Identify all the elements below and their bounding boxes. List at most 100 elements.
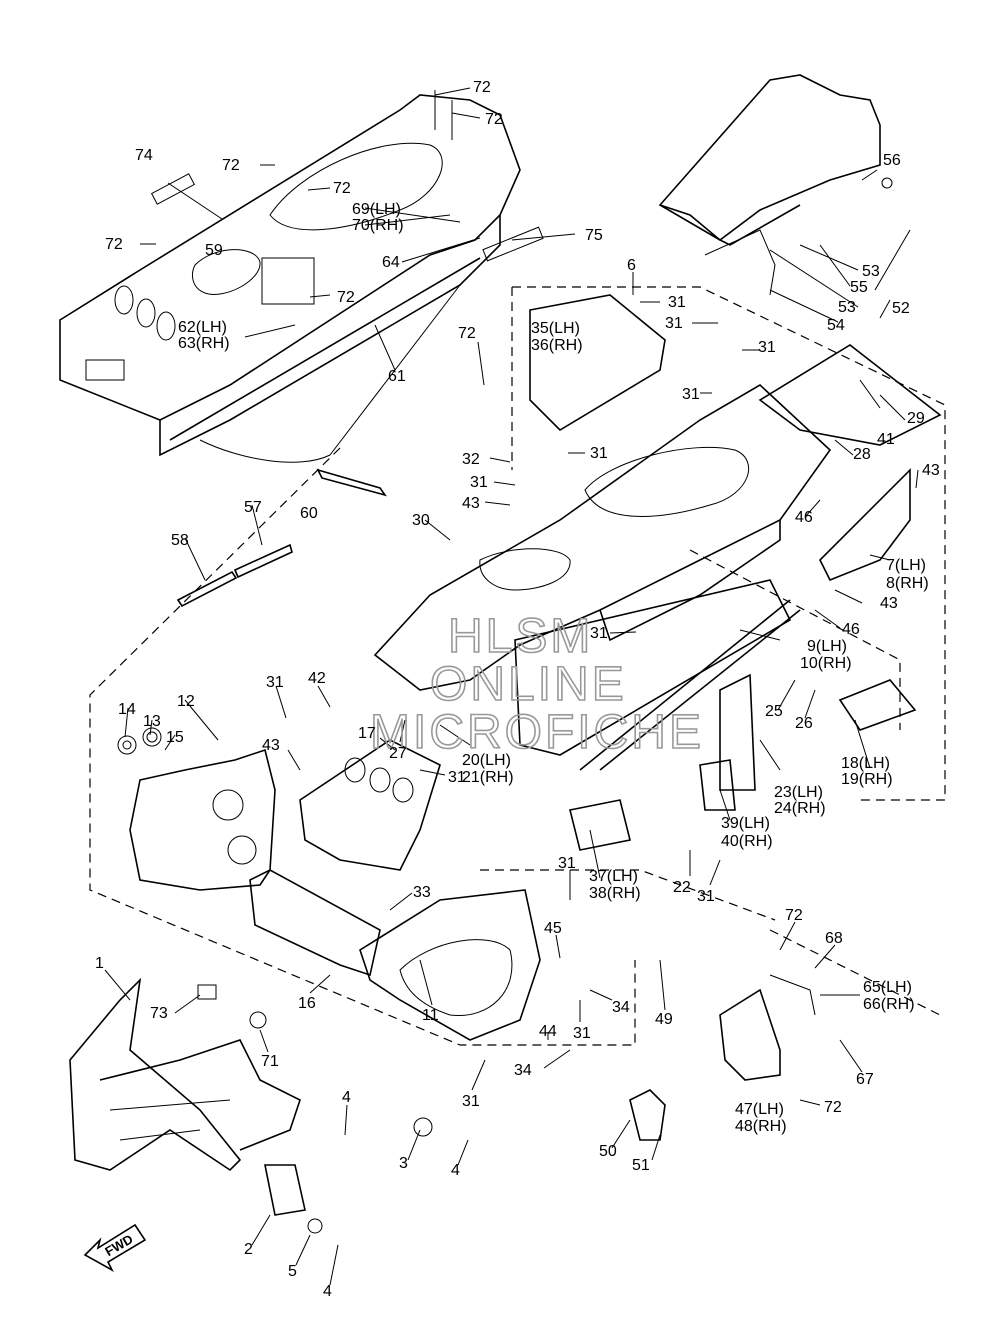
callout-label: 16	[298, 995, 316, 1012]
callout-label: 21(RH)	[462, 769, 514, 786]
callout-label: 41	[877, 431, 895, 448]
washer-3	[413, 1117, 433, 1137]
callout-label: 53	[838, 299, 856, 316]
callout-label: 31	[665, 315, 683, 332]
callout-label: 24(RH)	[774, 800, 826, 817]
callout-label: 66(RH)	[863, 996, 915, 1013]
callout-label: 72	[785, 907, 803, 924]
callout-label: 31	[682, 386, 700, 403]
callout-label: 69(LH)	[352, 201, 401, 218]
callout-label: 39(LH)	[721, 815, 770, 832]
decal-75	[482, 226, 544, 262]
callout-label: 46	[795, 509, 813, 526]
callout-label: 72	[337, 289, 355, 306]
callout-label: 3	[399, 1155, 408, 1172]
callout-label: 63(RH)	[178, 335, 230, 352]
callout-label: 30	[412, 512, 430, 529]
watermark-line-3: MICROFICHE	[370, 706, 704, 759]
callout-label: 31	[573, 1025, 591, 1042]
callout-label: 4	[451, 1162, 460, 1179]
callout-label: 13	[143, 713, 161, 730]
callout-label: 59	[205, 242, 223, 259]
callout-label: 60	[300, 505, 318, 522]
callout-label: 18(LH)	[841, 755, 890, 772]
callout-label: 54	[827, 317, 845, 334]
fwd-arrow: FWD	[83, 1223, 147, 1272]
callout-label: 45	[544, 920, 562, 937]
callout-label: 10(RH)	[800, 655, 852, 672]
group-outlines	[89, 286, 946, 1046]
callout-label: 75	[585, 227, 603, 244]
callout-label: 72	[824, 1099, 842, 1116]
callout-label: 34	[514, 1062, 532, 1079]
callout-label: 5	[288, 1263, 297, 1280]
callout-label: 67	[856, 1071, 874, 1088]
callout-label: 70(RH)	[352, 217, 404, 234]
callout-label: 12	[177, 693, 195, 710]
callout-label: 33	[413, 884, 431, 901]
callout-labels: 72 72 74 72 72 69(LH) 70(RH) 72 59 75 64…	[95, 79, 940, 1300]
callout-label: 72	[473, 79, 491, 96]
pad-73	[197, 984, 217, 1000]
callout-label: 51	[632, 1157, 650, 1174]
callout-label: 46	[842, 621, 860, 638]
callout-label: 26	[795, 715, 813, 732]
bracket-60	[316, 468, 387, 497]
callout-label: 72	[222, 157, 240, 174]
callout-label: 37(LH)	[589, 868, 638, 885]
callout-label: 72	[105, 236, 123, 253]
callout-label: 47(LH)	[735, 1101, 784, 1118]
callout-label: 72	[485, 111, 503, 128]
callout-label: 19(RH)	[841, 771, 893, 788]
callout-label: 32	[462, 451, 480, 468]
callout-label: 61	[388, 368, 406, 385]
callout-label: 7(LH)	[886, 557, 926, 574]
callout-label: 38(RH)	[589, 885, 641, 902]
callout-label: 65(LH)	[863, 979, 912, 996]
callout-label: 17	[358, 725, 376, 742]
watermark-line-2: ONLINE	[430, 658, 627, 711]
callout-label: 4	[323, 1283, 332, 1300]
callout-label: 14	[118, 701, 136, 718]
callout-label: 31	[470, 474, 488, 491]
callout-label: 72	[333, 180, 351, 197]
callout-label: 50	[599, 1143, 617, 1160]
callout-label: 48(RH)	[735, 1118, 787, 1135]
callout-label: 31	[462, 1093, 480, 1110]
main-chassis	[373, 294, 942, 851]
callout-label: 34	[612, 999, 630, 1016]
callout-label: 40(RH)	[721, 833, 773, 850]
callout-label: 31	[266, 674, 284, 691]
leader-lines	[104, 87, 919, 1286]
callout-label: 35(LH)	[531, 320, 580, 337]
callout-label: 43	[880, 595, 898, 612]
callout-label: 22	[673, 879, 691, 896]
callout-label: 4	[342, 1089, 351, 1106]
callout-label: 44	[539, 1023, 557, 1040]
callout-label: 11	[422, 1007, 439, 1024]
strip-57	[233, 543, 293, 579]
callout-label: 31	[558, 855, 576, 872]
callout-label: 55	[850, 279, 868, 296]
washer-5	[307, 1218, 323, 1234]
center-parts	[249, 739, 541, 1041]
callout-label: 27	[389, 745, 407, 762]
callout-label: 20(LH)	[462, 752, 511, 769]
callout-label: 31	[590, 625, 608, 642]
callout-label: 2	[244, 1241, 253, 1258]
callout-label: 73	[150, 1005, 168, 1022]
callout-label: 1	[95, 955, 104, 972]
callout-label: 31	[668, 294, 686, 311]
bracket-2	[264, 1164, 306, 1216]
callout-label: 52	[892, 300, 910, 317]
callout-label: 43	[462, 495, 480, 512]
callout-label: 68	[825, 930, 843, 947]
callout-label: 58	[171, 532, 189, 549]
side-panel-12	[117, 727, 276, 891]
callout-label: 6	[627, 257, 636, 274]
callout-label: 31	[448, 769, 466, 786]
callout-label: 53	[862, 263, 880, 280]
callout-label: 23(LH)	[774, 784, 823, 801]
decal-74	[150, 173, 196, 205]
